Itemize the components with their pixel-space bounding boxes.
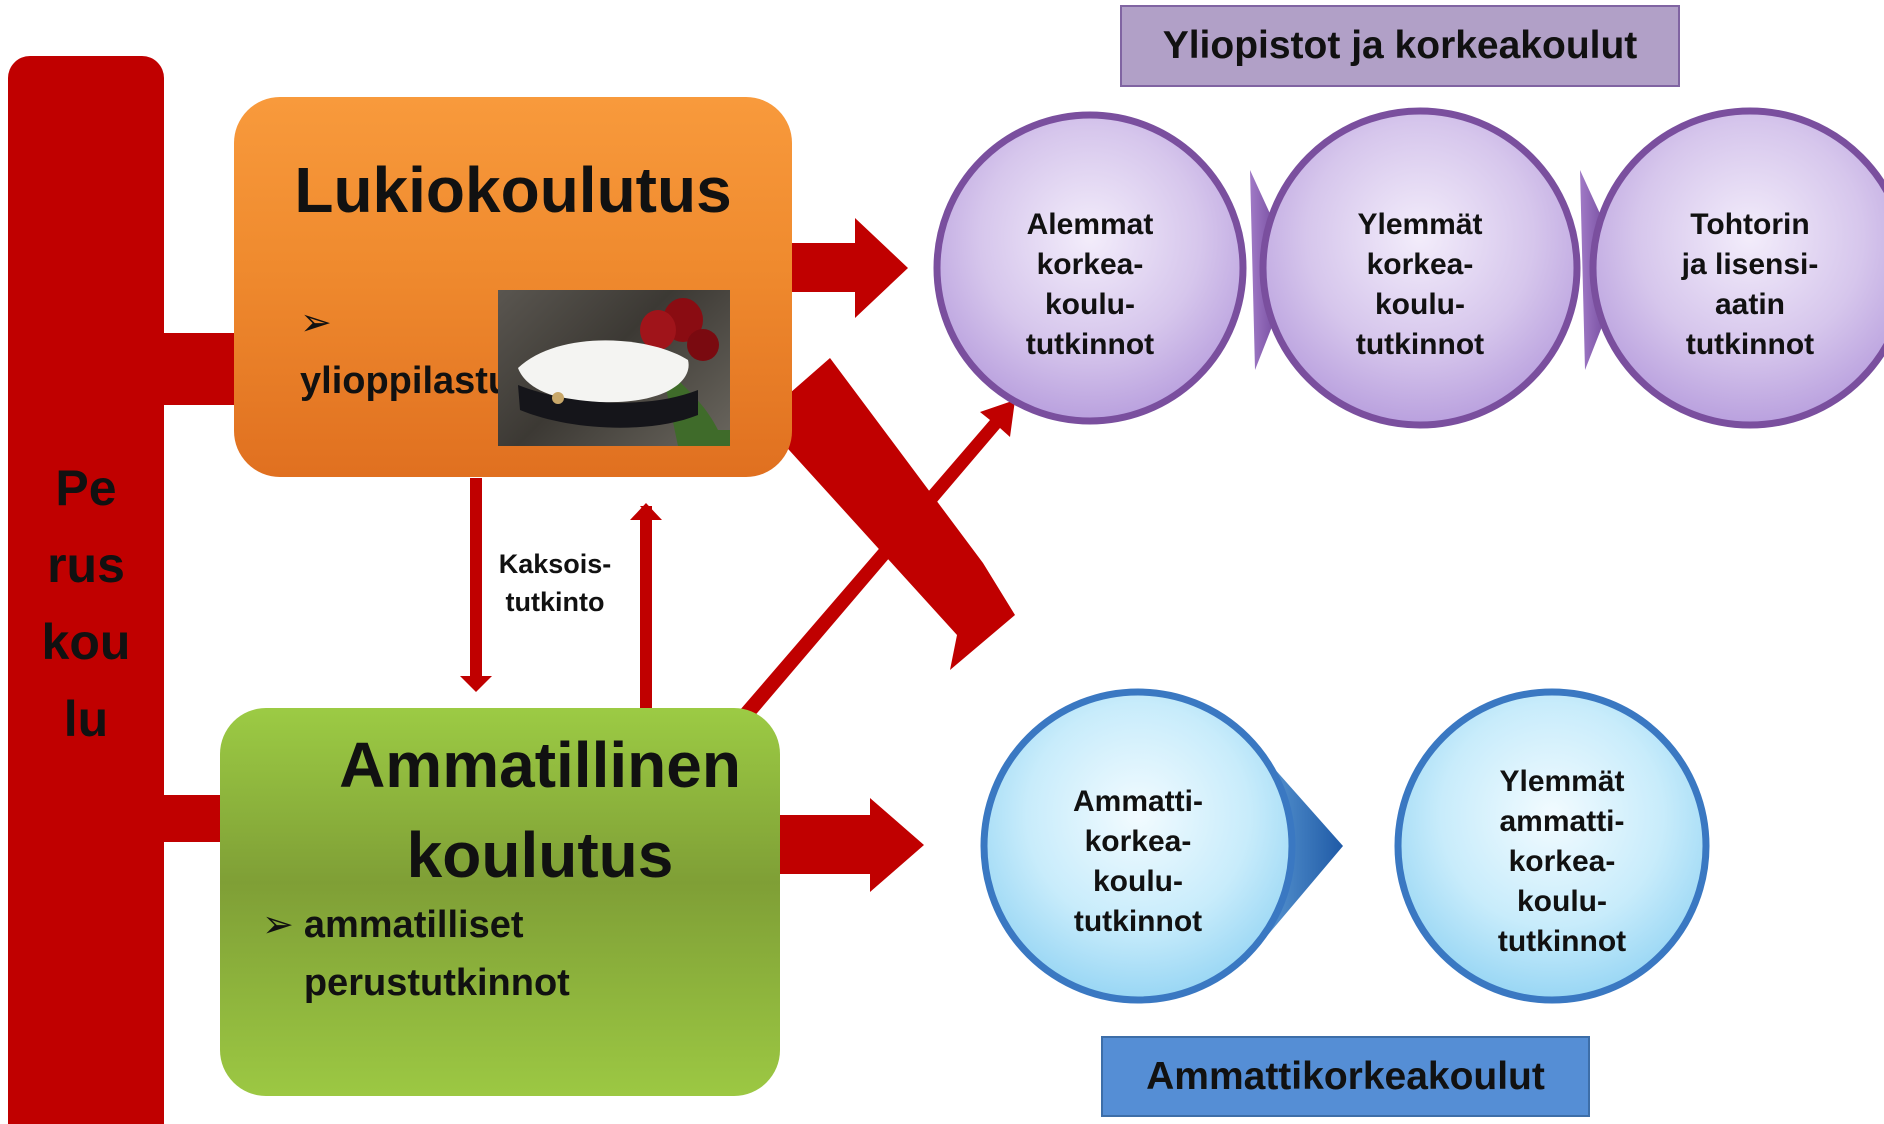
university-circle-3: [1589, 107, 1884, 429]
amk-circle-2: [1394, 688, 1710, 1004]
graduation-cap-icon: [518, 298, 730, 446]
degree-tohtorin: Tohtorin ja lisensi- aatin tutkinnot: [1681, 208, 1819, 361]
yliopistot-banner: Yliopistot ja korkeakoulut: [1120, 5, 1680, 87]
arrow-ammatillinen-university: [740, 400, 1015, 719]
ammattikorkeakoulut-banner: Ammattikorkeakoulut: [1101, 1036, 1590, 1117]
bullet-arrow-icon: ➢: [262, 904, 294, 946]
graduation-cap-photo: [498, 290, 730, 446]
degree-alemmat: Alemmat korkea- koulu- tutkinnot: [1025, 208, 1155, 361]
amk-circles: [980, 688, 1710, 1004]
peruskoulu-label: Pe rus kou lu: [41, 460, 131, 747]
degree-ylempi-amk: Ylemmät ammatti- korkea- koulu- tutkinno…: [1497, 765, 1627, 958]
arrow-ammatillinen-amk: [780, 798, 924, 892]
amk-circle-1: [980, 688, 1296, 1004]
ammatillinen-koulutus-box: [220, 708, 780, 1096]
degree-amk: Ammatti- korkea- koulu- tutkinnot: [1072, 785, 1203, 938]
ammatillinen-bullet-text: ammatilliset perustutkinnot: [303, 904, 570, 1004]
arrow-lukio-university: [792, 218, 908, 318]
university-circle-2: [1259, 107, 1581, 429]
kaksoistutkinto-label: Kaksois- tutkinto: [498, 549, 612, 617]
ammatillinen-koulutus-title: Ammatillinen koulutus: [339, 729, 741, 891]
ammatillinen-bullet: ➢ ammatilliset perustutkinnot: [262, 896, 570, 1012]
degree-ylemmat: Ylemmät korkea- koulu- tutkinnot: [1355, 208, 1485, 361]
lukiokoulutus-title: Lukiokoulutus: [294, 154, 732, 226]
arrow-lukio-amk: [770, 358, 1015, 670]
ammattikorkeakoulut-title: Ammattikorkeakoulut: [1146, 1054, 1545, 1098]
yliopistot-title: Yliopistot ja korkeakoulut: [1162, 24, 1638, 67]
university-circles: [933, 107, 1884, 429]
peruskoulu-bar: [8, 56, 164, 1124]
university-circle-1: [933, 111, 1247, 425]
arrow-kaksois-down: [460, 478, 492, 692]
bullet-arrow-icon: ➢: [300, 302, 332, 344]
arrow-kaksois-up: [630, 503, 662, 708]
